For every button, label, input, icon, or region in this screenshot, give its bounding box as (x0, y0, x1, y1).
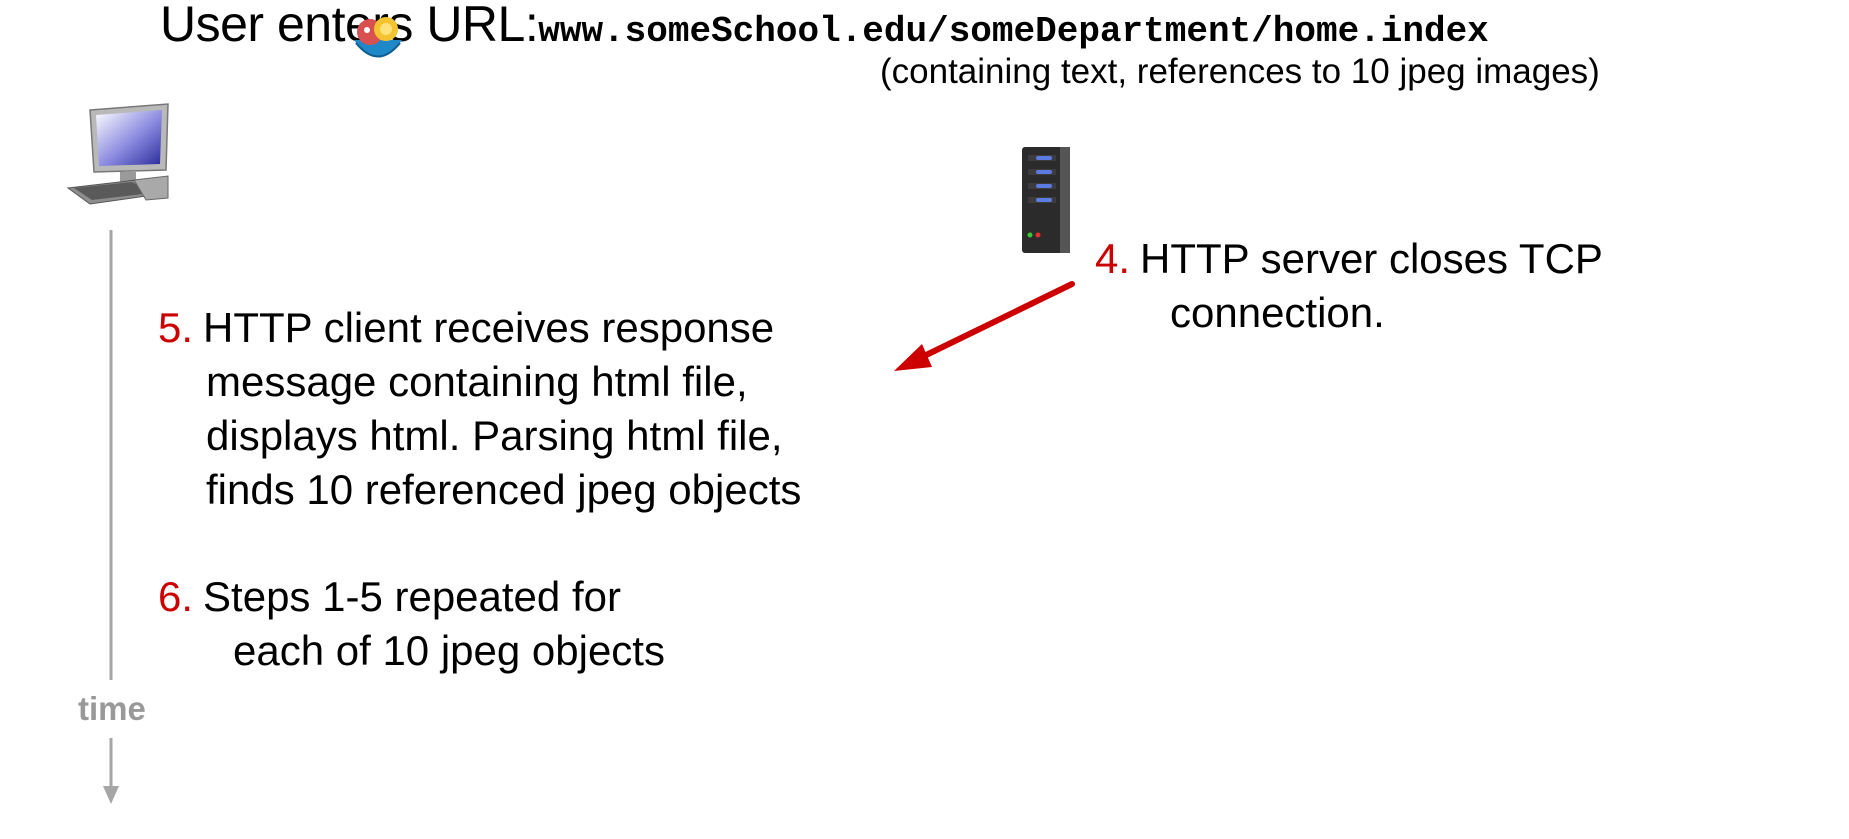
step-6-line2: each of 10 jpeg objects (233, 627, 665, 674)
step-6-text: 6.Steps 1-5 repeated for each of 10 jpeg… (158, 570, 665, 678)
desktop-computer-icon (66, 103, 169, 205)
title-row: User enters URL:www.someSchool.edu/someD… (160, 0, 1489, 56)
step-6-number: 6. (158, 573, 194, 620)
step-6-line1: Steps 1-5 repeated for (203, 573, 621, 620)
server-tower-icon (1022, 147, 1070, 253)
time-label: time (78, 690, 146, 727)
title-label: User enters URL: (160, 0, 539, 52)
timeline-axis (103, 230, 119, 804)
step-5-text: 5.HTTP client receives response message … (158, 301, 801, 517)
step-5-line2: message containing html file, (206, 358, 748, 405)
subtitle: (containing text, references to 10 jpeg … (880, 52, 1600, 91)
arrow-left-down-icon (894, 281, 1075, 371)
title-url: www.someSchool.edu/someDepartment/home.i… (538, 11, 1489, 52)
step-5-line4: finds 10 referenced jpeg objects (206, 466, 802, 513)
step-4-number: 4. (1095, 235, 1131, 282)
reaction-emoji-icon (354, 17, 402, 58)
step-5-line1: HTTP client receives response (203, 304, 775, 351)
step-4-text: 4.HTTP server closes TCP connection. (1095, 232, 1603, 340)
step-5-line3: displays html. Parsing html file, (206, 412, 783, 459)
step-5-number: 5. (158, 304, 194, 351)
step-4-line2: connection. (1170, 289, 1385, 336)
step-4-line1: HTTP server closes TCP (1140, 235, 1603, 282)
